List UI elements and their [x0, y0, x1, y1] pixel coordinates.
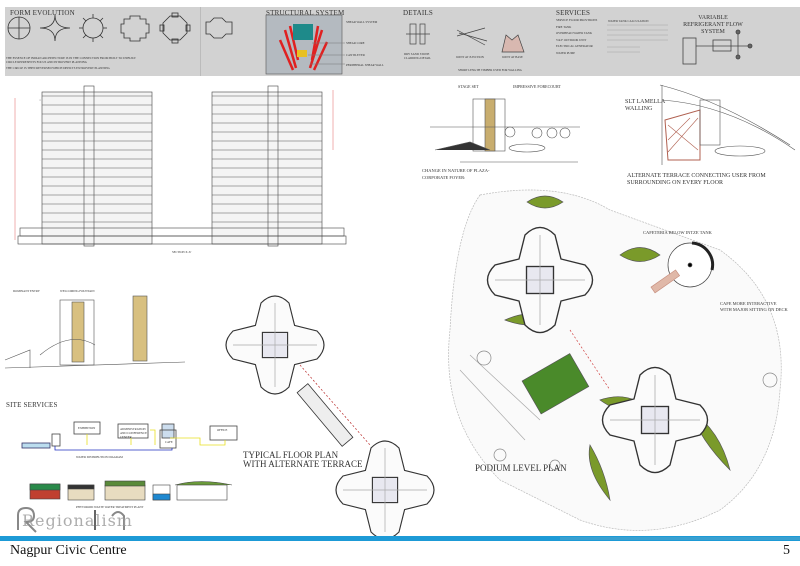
structural-system-title: STRUCTURAL SYSTEM — [266, 9, 345, 17]
structural-model — [265, 14, 343, 75]
services-item: SERVICE FLOOR PROVISIONS — [556, 18, 598, 22]
vrf-diagram — [682, 29, 753, 65]
water-distribution-diagram — [21, 421, 238, 451]
lobed-tower-plan — [601, 366, 709, 474]
services-title: SERVICES — [556, 9, 591, 17]
footer-bar — [0, 536, 800, 541]
plaza-caption-2: CORPORATE FOYER: — [422, 175, 466, 180]
reversed-form-icon — [205, 17, 233, 39]
section-caption: SECTION X-X' — [172, 250, 192, 254]
detail-drawings — [406, 23, 525, 53]
block-label: EXHIBITION — [78, 426, 96, 430]
cafeteria-label: CAFETERIA BELOW INTZE TANK — [643, 230, 712, 235]
regionalism-logo — [17, 506, 125, 533]
lamella-label: SLT LAMELLA WALLING — [625, 99, 665, 112]
regionalism-logo-text: Regionalism — [22, 511, 133, 530]
sheet-title: Nagpur Civic Centre — [10, 543, 127, 558]
cafe-label: WITH MAJOR SITTING ON DECK — [720, 307, 788, 312]
dominant-entry-label: DOMINANT ENTRY — [13, 289, 40, 293]
podium-plan — [448, 189, 782, 531]
cross-octagon-icon — [120, 15, 150, 42]
podium-buildings — [486, 226, 709, 474]
structural-label: SHEAR CORE — [346, 41, 365, 45]
water-distribution-caption: WATER DISTRIBUTION DIAGRAM — [76, 455, 123, 459]
water-tank-calc-title: WATER TANK CALCULATION — [608, 19, 649, 23]
terrace-perspective — [659, 84, 796, 165]
form-evolution-title: FORM EVOLUTION — [10, 9, 75, 17]
bridge-line — [299, 364, 371, 446]
terrace-caption: ALTERNATE TERRACE CONNECTING USER FROM S… — [627, 173, 766, 186]
plaza-perspective — [430, 98, 580, 163]
star-icon — [39, 14, 71, 42]
detail-caption: DRY SAND STONE CLADDING DETAIL — [404, 52, 432, 60]
services-item: FIRE TANK — [556, 25, 572, 29]
octagon-icon — [159, 12, 191, 44]
services-item: WATER PUMP — [556, 51, 575, 55]
services-item: V.R.F OUTDOOR UNIT — [556, 38, 587, 42]
waste-water-treatment-diagram — [29, 480, 233, 501]
site-services-title: SITE SERVICES — [6, 401, 58, 409]
page-number: 5 — [783, 543, 790, 558]
treatment-plant-caption: PHYTOROID WASTE WATER TREATMENT PLANT — [76, 505, 144, 509]
entry-perspective — [4, 295, 186, 369]
water-calc-table — [607, 24, 668, 53]
structural-label: CANTILEVER — [346, 53, 365, 57]
fountain-label: WELCOMING FOUNTAIN — [60, 289, 95, 293]
sun-icon — [79, 14, 107, 42]
footer-bar-accent — [560, 537, 800, 540]
lobed-tower-plan — [486, 226, 594, 334]
panel-divider — [200, 7, 201, 76]
block-label: ADMINISTRATION AND CONFERENCE CENTER — [120, 427, 147, 439]
services-item: OVERHEAD WATER TANK — [556, 31, 592, 35]
top-panel — [5, 7, 800, 76]
details-title: DETAILS — [403, 9, 434, 17]
detail-caption: JOINT AT BASE — [502, 55, 523, 59]
services-item: ELECTRICAL GENERATOR — [556, 44, 593, 48]
section-level-markers — [14, 90, 334, 240]
detail-caption: JOINT AT JUNCTION — [456, 55, 484, 59]
lobed-tower-plan — [335, 440, 435, 540]
details-note: SHORT LENGTH TIMBER USED FOR WALLING — [458, 68, 522, 72]
podium-plan-caption: PODIUM LEVEL PLAN — [475, 463, 567, 473]
form-evolution-note-1: THE ESSENCE OF INDIAN ARCHITECTURE IS IN… — [6, 56, 136, 64]
vrf-title: VARIABLE REFRIGERANT FLOW SYSTEM — [683, 15, 743, 35]
plaza-caption-1: CHANGE IN NATURE OF PLAZA- — [422, 168, 490, 173]
typical-plan-caption: TYPICAL FLOOR PLAN — [243, 450, 339, 460]
lobed-tower-plan — [225, 295, 325, 395]
circle-icon — [7, 16, 31, 40]
block-label: OFFICE — [217, 428, 228, 432]
stage-set-label: STAGE SET — [458, 84, 479, 89]
typical-plan-caption: WITH ALTERNATE TERRACE — [243, 459, 363, 469]
block-label: CAFE — [165, 440, 173, 444]
section-floor-lines — [42, 95, 322, 223]
typical-floor-plan — [225, 295, 435, 540]
forecourt-label: IMPRESSIVE FORECOURT — [513, 84, 561, 89]
form-evolution-diagrams — [7, 12, 233, 44]
structural-label: SHEAR WALL SYSTEM — [346, 20, 378, 24]
form-evolution-note-2: THE CIRCLE IS THEN REVERSED WHICH DEPICT… — [6, 66, 110, 70]
cafe-label: CAFE MORE INTERACTIVE — [720, 301, 777, 306]
structural-label: PERIPHERAL SHEAR WALL — [346, 63, 384, 67]
bridge — [296, 383, 354, 447]
